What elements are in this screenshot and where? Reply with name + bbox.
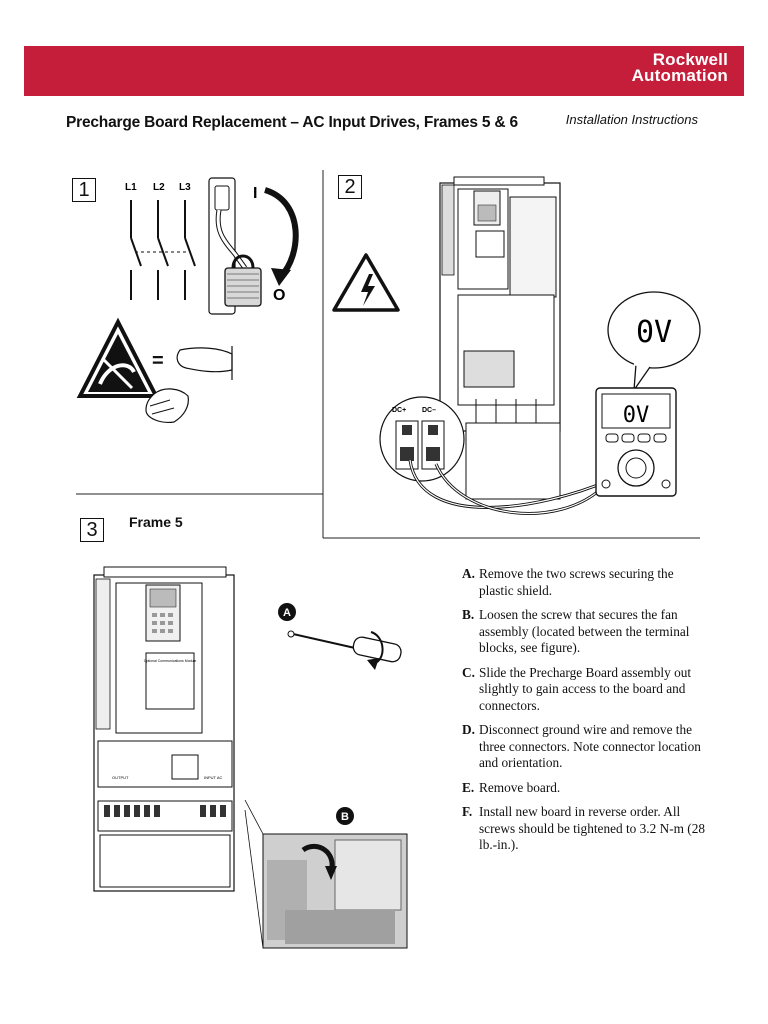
instruction-text: Install new board in reverse order. All … [479,804,706,852]
doc-type: Installation Instructions [565,112,698,127]
hand-touching-ground-illustration [145,346,233,423]
step-3-number: 3 [80,518,104,542]
instruction-item: E.Remove board. [462,780,710,797]
voltage-callout-bubble: 0V [607,291,701,393]
switch-on-label: I [253,185,257,202]
dc-minus-label: DC– [422,407,436,414]
output-label: OUTPUT [112,775,129,780]
instruction-item: C.Slide the Precharge Board assembly out… [462,665,710,715]
callout-reading: 0V [636,315,672,350]
instruction-item: B. Loosen the screw that secures the fan … [462,607,710,657]
phase-label: L3 [179,182,191,193]
instruction-text: Slide the Precharge Board assembly out s… [479,664,692,713]
callout-b: B [341,811,349,823]
brand-logo: Rockwell Automation [631,50,728,85]
frame5-drive-illustration: Optional Communications Module OUTPUT IN… [93,566,235,892]
disconnect-switch-schematic: L1 L2 L3 [125,182,196,300]
multimeter-illustration: 0V [595,387,677,497]
page-title: Precharge Board Replacement – AC Input D… [66,114,518,131]
instruction-letter: F. [462,804,473,819]
instruction-letter: A. [462,566,475,581]
switch-off-label: O [273,287,285,304]
instruction-letter: B. [462,607,475,622]
dc-bus-terminal-detail: DC+ DC– [379,396,465,482]
instruction-letter: C. [462,664,475,680]
drive-cabinet-illustration [439,176,561,500]
instruction-item: F. Install new board in reverse order. Al… [462,804,710,854]
header-banner [24,46,744,96]
esd-warning-icon [76,317,160,398]
high-voltage-warning-icon [332,253,400,312]
phase-label: L1 [125,182,137,193]
frame-label: Frame 5 [129,514,183,530]
instruction-text: Remove the two screws securing the plast… [479,566,674,598]
meter-display: 0V [623,403,650,428]
instruction-letter: E. [462,779,475,795]
input-ac-label: INPUT AC [204,775,222,780]
instructions-list: A. Remove the two screws securing the pla… [462,566,710,862]
lockout-handle-illustration: I O [208,177,299,315]
instruction-item: A. Remove the two screws securing the pla… [462,566,710,599]
instruction-text: Disconnect ground wire and remove the th… [479,722,701,770]
step-2-number: 2 [338,175,362,199]
instruction-text: Remove board. [479,779,561,795]
fan-screw-detail-photo: B [244,799,408,949]
option-module-label: Optional Communications Module [144,659,197,663]
step-1-number: 1 [72,178,96,202]
brand-line-2: Automation [631,66,728,85]
dc-plus-label: DC+ [392,407,406,414]
callout-a: A [283,607,291,619]
screwdriver-illustration: A [278,603,402,670]
instruction-letter: D. [462,722,475,737]
instruction-text: Loosen the screw that secures the fan as… [479,607,690,655]
phase-label: L2 [153,182,165,193]
meter-test-leads [408,459,611,515]
instruction-item: D. Disconnect ground wire and remove the … [462,722,710,772]
brand-line-1: Rockwell [652,50,728,69]
esd-equals: = [152,350,164,372]
